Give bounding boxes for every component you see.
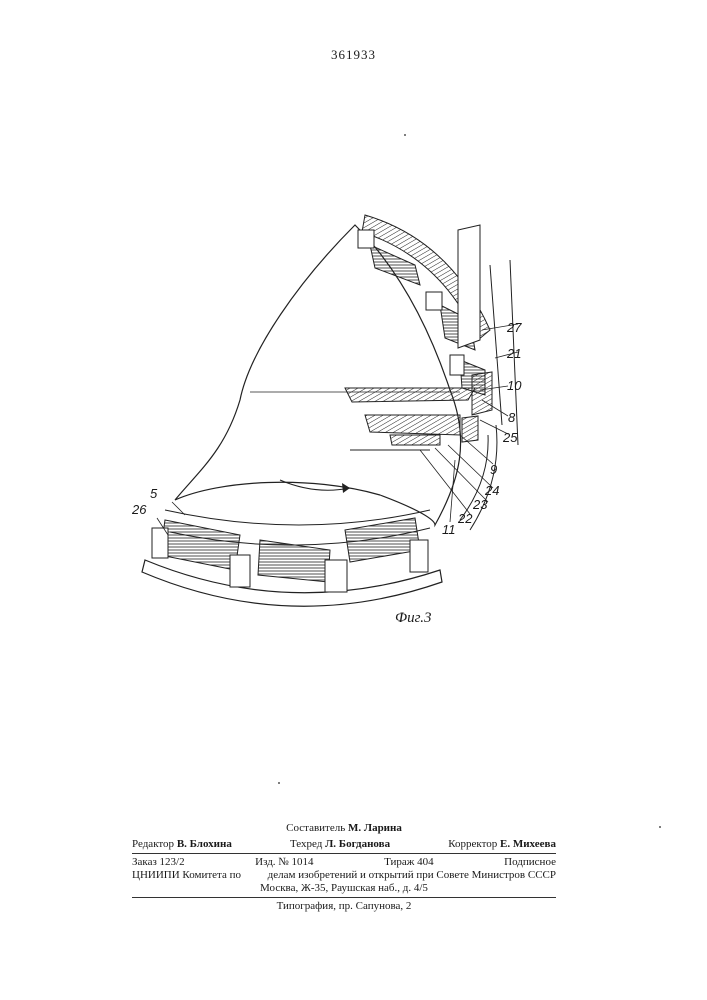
scan-speck (404, 134, 406, 136)
order-line: Заказ 123/2 Изд. № 1014 Тираж 404 Подпис… (132, 856, 556, 868)
divider (132, 853, 556, 854)
figure-caption: Фиг.3 (395, 610, 431, 627)
editor-name: В. Блохина (177, 838, 232, 850)
org-line-1: ЦНИИПИ Комитета по делам изобретений и о… (132, 869, 556, 881)
edition-number: Изд. № 1014 (255, 856, 313, 868)
editor-label: Редактор (132, 838, 174, 850)
callout-25: 25 (503, 430, 517, 445)
technical-drawing: 27 21 10 8 25 9 24 23 22 11 5 26 (130, 210, 560, 640)
compiler-label: Составитель (286, 822, 345, 834)
callout-9: 9 (490, 462, 497, 477)
techred-credit: Техред Л. Богданова (290, 838, 390, 850)
callout-26: 26 (132, 502, 146, 517)
callout-5: 5 (150, 486, 157, 501)
techred-name: Л. Богданова (325, 838, 390, 850)
compiler-line: Составитель М. Ларина (132, 822, 556, 834)
techred-label: Техред (290, 838, 322, 850)
corrector-label: Корректор (448, 838, 497, 850)
scan-speck (278, 782, 280, 784)
staff-line: Редактор В. Блохина Техред Л. Богданова … (132, 838, 556, 850)
callout-23: 23 (473, 497, 487, 512)
stator-segment-illustration (130, 210, 560, 640)
subscription: Подписное (504, 856, 556, 868)
compiler-name: М. Ларина (348, 822, 402, 834)
callout-8: 8 (508, 410, 515, 425)
org-left: ЦНИИПИ Комитета по (132, 869, 241, 881)
order-number: Заказ 123/2 (132, 856, 185, 868)
editor-credit: Редактор В. Блохина (132, 838, 232, 850)
divider (132, 897, 556, 898)
callout-11: 11 (442, 522, 456, 537)
org-line-2: Москва, Ж-35, Раушская наб., д. 4/5 (132, 882, 556, 894)
corrector-name: Е. Михеева (500, 838, 556, 850)
callout-27: 27 (507, 320, 521, 335)
printing-line: Типография, пр. Сапунова, 2 (132, 900, 556, 912)
callout-21: 21 (507, 346, 521, 361)
corrector-credit: Корректор Е. Михеева (448, 838, 556, 850)
org-right: делам изобретений и открытий при Совете … (268, 869, 556, 881)
callout-22: 22 (458, 511, 472, 526)
callout-10: 10 (507, 378, 521, 393)
scan-speck (659, 826, 661, 828)
circulation: Тираж 404 (384, 856, 434, 868)
patent-number: 361933 (0, 47, 707, 63)
callout-24: 24 (485, 483, 499, 498)
